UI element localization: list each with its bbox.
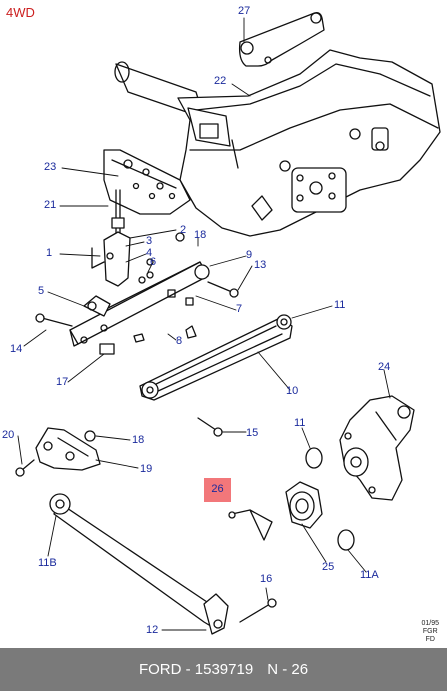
exploded-parts-diagram <box>15 12 441 635</box>
drawing-code: 01/95 FGR FD <box>421 620 439 644</box>
label-14: 14 <box>10 343 23 355</box>
drawing-code-line: FGR <box>422 628 438 635</box>
part-27-bracket <box>238 12 325 67</box>
label-13: 13 <box>254 259 267 271</box>
label-18-lower: 18 <box>132 434 145 446</box>
label-22: 22 <box>214 75 227 87</box>
part-25-hub <box>249 481 323 541</box>
label-11-arm: 11 <box>334 299 346 311</box>
label-25: 25 <box>322 561 335 573</box>
part-11-bushes <box>305 447 355 551</box>
drawing-code-line: 01/95 <box>421 620 439 627</box>
label-19: 19 <box>140 463 153 475</box>
part-11b-trailing-link <box>49 493 229 635</box>
label-20: 20 <box>2 429 15 441</box>
label-2: 2 <box>180 224 187 236</box>
label-10: 10 <box>286 385 299 397</box>
label-4: 4 <box>146 247 153 259</box>
drawing-code-line: FD <box>425 636 435 643</box>
label-27: 27 <box>238 5 251 17</box>
part-7-crossmember <box>69 231 210 355</box>
drive-type-tag: 4WD <box>6 5 35 20</box>
label-17: 17 <box>56 376 69 388</box>
label-8: 8 <box>176 335 183 347</box>
leader-lines <box>17 17 391 631</box>
label-7: 7 <box>236 303 243 315</box>
label-11a: 11A <box>360 569 379 581</box>
footer-part-number: FORD - 1539719 <box>138 661 254 678</box>
label-23: 23 <box>44 161 57 173</box>
label-5: 5 <box>38 285 45 297</box>
label-12: 12 <box>146 624 159 636</box>
footer-bar: FORD - 1539719 N - 26 <box>0 648 447 691</box>
label-24: 24 <box>378 361 391 373</box>
footer-reference: N - 26 <box>267 661 309 678</box>
label-21: 21 <box>44 199 57 211</box>
bolts <box>15 232 277 623</box>
label-18-upper: 18 <box>194 229 207 241</box>
highlighted-part-number: 26 <box>211 483 224 495</box>
highlighted-part-callout: 26 <box>204 478 231 502</box>
label-15: 15 <box>246 427 259 439</box>
part-19-bracket <box>35 427 101 471</box>
label-16: 16 <box>260 573 273 585</box>
part-23-bracket <box>103 149 191 241</box>
label-11b: 11B <box>38 557 57 569</box>
part-24-knuckle <box>339 395 415 501</box>
label-11-bush: 11 <box>294 417 306 429</box>
part-22-subframe <box>114 49 441 237</box>
part-10-lower-arm <box>133 314 293 401</box>
label-1: 1 <box>46 247 53 259</box>
label-6: 6 <box>150 256 157 268</box>
label-9: 9 <box>246 249 253 261</box>
label-3: 3 <box>146 235 153 247</box>
